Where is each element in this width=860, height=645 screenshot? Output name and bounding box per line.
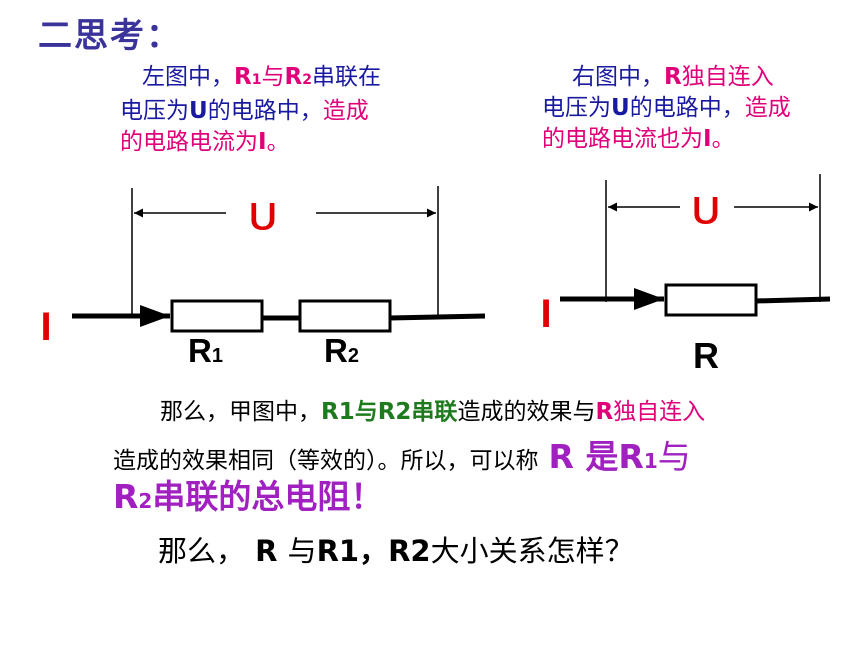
left-wire-out [389, 313, 486, 321]
left-caption-text: 的电路中， [207, 98, 323, 124]
resistor-r1 [170, 299, 264, 333]
highlight-r: R [595, 399, 614, 425]
right-caption-text: 电压为 [542, 95, 611, 121]
right-caption-text: 的电路中， [629, 95, 745, 121]
left-current-label: I [40, 305, 51, 349]
highlight-r-total: R 是R1 [548, 437, 658, 476]
conclusion-line-1: 那么，甲图中，R1与R2串联造成的效果与R独自连入 [160, 399, 706, 425]
right-caption-text: 的电路电流也为 [542, 126, 703, 152]
resistor-r2 [298, 299, 392, 333]
left-current-arrow [140, 305, 170, 327]
left-caption-text: 左图中， [142, 64, 234, 90]
left-caption: 左图中，R1与R2串联在 电压为U的电路中，造成 的电路电流为I。 [120, 62, 381, 158]
question-line: 那么， R 与R1，R2大小关系怎样？ [158, 534, 634, 568]
left-caption-r2: R2 [284, 64, 312, 90]
right-current-arrow [634, 288, 664, 310]
highlight-series: R1与R2串联 [321, 399, 458, 425]
right-current-label: I [540, 292, 551, 336]
right-caption-text: 独自连入 [681, 64, 774, 90]
right-caption: 右图中，R独自连入 电压为U的电路中，造成 的电路电流也为I。 [542, 62, 791, 155]
r2-label: R2 [324, 332, 359, 369]
left-caption-text: 串联在 [311, 64, 381, 90]
conclusion-line-3: R2串联的总电阻！ [113, 477, 384, 516]
slide-title: 二思考： [38, 16, 182, 56]
right-circuit: U I R [540, 174, 831, 376]
left-voltage-label: U [249, 195, 278, 239]
right-caption-text: 。 [711, 126, 735, 152]
left-caption-u: U [189, 98, 208, 124]
right-caption-u: U [611, 95, 630, 121]
right-caption-text: 右图中， [572, 64, 664, 90]
resistor-r [664, 283, 758, 317]
right-wire-out [755, 296, 831, 304]
r-label: R [693, 335, 719, 376]
left-caption-i: I [258, 129, 267, 155]
right-caption-r: R [664, 64, 682, 90]
left-caption-yu: 与 [261, 64, 285, 90]
left-caption-text: 的电路电流为 [120, 129, 258, 155]
right-voltage-label: U [692, 189, 721, 233]
left-circuit: U I R1 R2 [40, 186, 486, 369]
r1-label: R1 [188, 332, 223, 369]
left-caption-text: 。 [266, 129, 290, 155]
left-caption-text: 造成 [322, 98, 369, 124]
right-caption-i: I [703, 126, 712, 152]
left-caption-text: 电压为 [120, 98, 189, 124]
right-caption-text: 造成 [744, 95, 791, 121]
left-caption-r1: R1 [234, 64, 262, 90]
